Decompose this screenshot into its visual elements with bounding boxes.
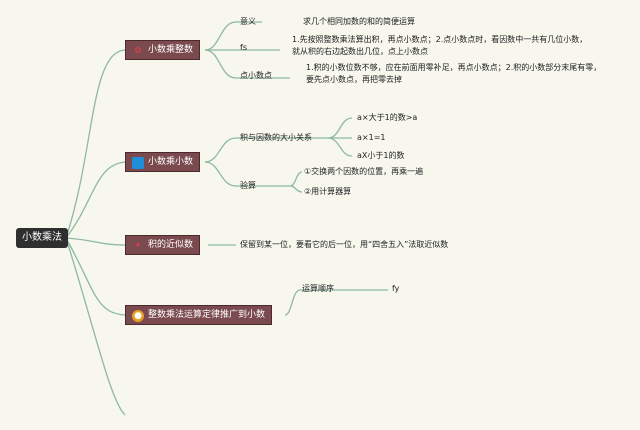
b1-c2-label: fs — [240, 43, 247, 52]
connector-root-branch-2 — [65, 161, 126, 239]
connector-b2-c1 — [204, 137, 328, 163]
b1-c3-detail: 1.积的小数位数不够，应在前面用零补足，再点小数点；2.积的小数部分末尾有零，要… — [306, 63, 602, 84]
root-label: 小数乘法 — [22, 232, 62, 243]
connector-b2-c2 — [204, 161, 290, 187]
b2-c2-item-1: ①交换两个因数的位置，再乘一遍 — [304, 167, 424, 176]
b1-c1-detail: 求几个相同加数的和的简便运算 — [303, 17, 415, 26]
connector-root-branch-4 — [65, 237, 126, 316]
b1-c3-label: 点小数点 — [240, 71, 272, 80]
branch-node-2[interactable]: 小数乘小数 — [125, 152, 201, 172]
branch-4-label: 整数乘法运算定律推广到小数 — [148, 310, 266, 320]
b1-c1-label: 意义 — [240, 17, 256, 26]
b4-c1-detail: fy — [392, 284, 400, 293]
b4-c1-label: 运算顺序 — [302, 284, 334, 293]
b1-c2-detail: 1.先按照整数乘法算出积，再点小数点；2.点小数点时，看因数中一共有几位小数，就… — [292, 35, 588, 56]
connector-b2-c2-leaves — [289, 171, 303, 193]
b2-c1-item-1: a×大于1的数>a — [357, 113, 418, 122]
connector-root-extra — [65, 237, 126, 416]
b2-c1-item-2: a×1=1 — [357, 133, 386, 142]
star-icon: ✦ — [134, 241, 142, 251]
connector-b1-c3 — [204, 49, 290, 79]
b2-c1-item-3: aX小于1的数 — [357, 151, 405, 160]
branch-1-label: 小数乘整数 — [148, 45, 194, 55]
blue-square-icon — [132, 157, 144, 169]
b2-c2-label: 验算 — [240, 181, 256, 190]
connector-b4-c1 — [284, 289, 356, 316]
connector-root-branch-3 — [65, 237, 126, 246]
branch-node-3[interactable]: ✦ 积的近似数 — [125, 235, 201, 255]
branch-3-label: 积的近似数 — [148, 240, 194, 250]
branch-node-1[interactable]: ✿ 小数乘整数 — [125, 40, 201, 60]
flower-icon: ✿ — [134, 46, 142, 56]
b2-c1-label: 积与因数的大小关系 — [240, 133, 312, 142]
branch-node-4[interactable]: ● 整数乘法运算定律推广到小数 — [125, 305, 273, 325]
root-node[interactable]: 小数乘法 — [16, 228, 68, 248]
connector-root-branch-1 — [65, 49, 126, 239]
b3-detail: 保留到某一位，要看它的后一位，用“四舍五入”法取近似数 — [240, 240, 449, 249]
connector-b1-c1 — [204, 21, 262, 51]
connector-b2-c1-leaves — [327, 117, 353, 157]
b2-c2-item-2: ②用计算器算 — [304, 187, 352, 196]
branch-2-label: 小数乘小数 — [148, 157, 194, 167]
medal-icon: ● — [132, 310, 144, 322]
